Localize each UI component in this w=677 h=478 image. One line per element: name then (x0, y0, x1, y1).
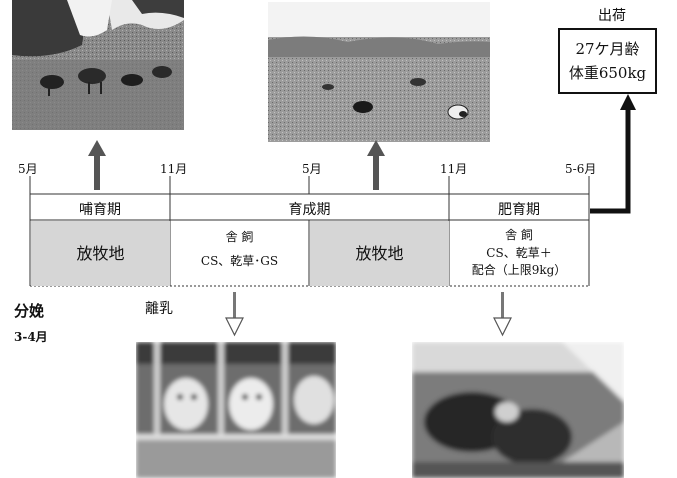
down-arrow-icon (493, 292, 512, 337)
calving-label: 分娩 (14, 302, 45, 320)
pasture-label-2: 放牧地 (355, 244, 404, 263)
period-fattening: 肥育期 (498, 202, 540, 218)
housing-label-2: 舎 飼 (505, 228, 533, 242)
weaning-label: 離乳 (145, 301, 173, 317)
period-growing: 育成期 (288, 202, 331, 218)
month-label: 5月 (18, 162, 38, 176)
pasture-label-1: 放牧地 (76, 244, 125, 263)
housing-label-1: 舎 飼 (225, 230, 254, 244)
month-label: 11月 (440, 162, 468, 176)
calves-in-stalls-photo (136, 342, 336, 478)
calving-months-label: 3-4月 (14, 330, 48, 344)
cattle-grazing-hillside-photo (12, 0, 184, 130)
month-label: 5月 (302, 162, 322, 176)
up-arrow-icon (367, 140, 385, 190)
cattle-pasture-photo (268, 2, 490, 142)
shipment-title: 出荷 (598, 8, 626, 24)
housing-feed-limit: 配合（上限9kg） (471, 263, 567, 277)
housing-feed-2: CS、乾草＋ (486, 246, 552, 260)
period-suckling: 哺育期 (79, 202, 121, 218)
housing-feed-1: CS、乾草･GS (200, 254, 279, 268)
month-label: 5-6月 (565, 162, 597, 176)
up-arrow-icon (88, 140, 106, 190)
month-label: 11月 (160, 162, 188, 176)
pasture-cell-1 (31, 221, 170, 286)
shipment-arrow-icon (590, 94, 636, 214)
down-arrow-icon (225, 292, 244, 337)
shipment-age: 27ケ月齢 (575, 40, 640, 58)
pasture-cell-2 (310, 221, 449, 286)
shipment-weight: 体重650kg (568, 64, 647, 82)
cattle-feeding-barn-photo (412, 342, 624, 478)
shipment-box: 27ケ月齢 体重650kg (558, 28, 657, 94)
